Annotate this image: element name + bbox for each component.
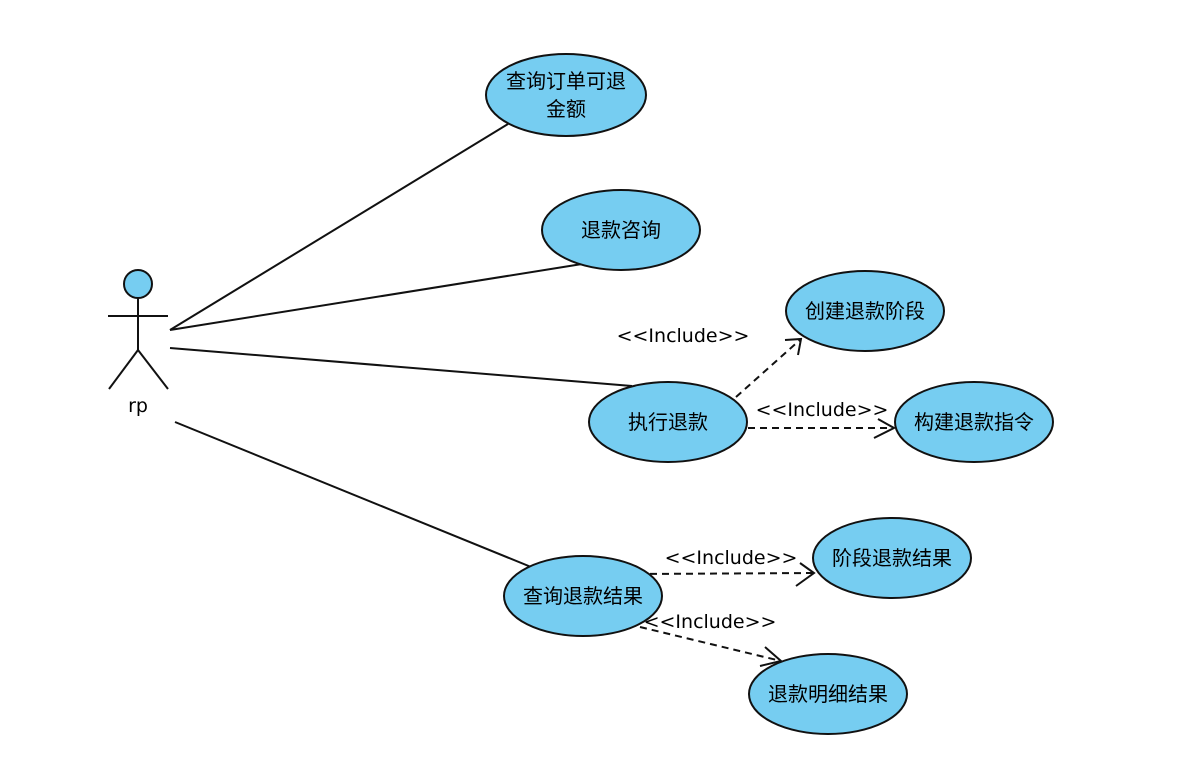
- association-line-refund-inquiry: [169, 263, 583, 331]
- use-case-label: 执行退款: [628, 410, 708, 434]
- use-case-refund-inquiry: 退款咨询: [541, 189, 701, 271]
- use-case-label: 退款咨询: [581, 218, 661, 242]
- use-case-stage-refund-result: 阶段退款结果: [812, 517, 972, 599]
- use-case-label: 查询退款结果: [523, 584, 643, 608]
- include-label: <<Include>>: [617, 325, 750, 347]
- include-label: <<Include>>: [756, 399, 889, 421]
- use-case-create-refund-stage: 创建退款阶段: [785, 270, 945, 352]
- use-case-build-refund-instruction: 构建退款指令: [894, 381, 1054, 463]
- use-case-label-line1: 查询订单可退: [506, 69, 626, 93]
- use-case-refund-detail-result: 退款明细结果: [748, 653, 908, 735]
- actor-head: [123, 269, 153, 299]
- use-case-label-line2: 金额: [546, 97, 586, 121]
- use-case-label: 阶段退款结果: [832, 546, 952, 570]
- actor-right-leg: [137, 349, 169, 390]
- association-line-execute-refund: [169, 347, 633, 387]
- use-case-label: 创建退款阶段: [805, 299, 925, 323]
- include-label: <<Include>>: [665, 547, 798, 569]
- include-execute-to-build-instruction: [748, 418, 897, 439]
- use-case-label: 构建退款指令: [914, 410, 1034, 434]
- include-query-to-stage-result: [637, 562, 816, 587]
- use-case-query-refundable-amount: 查询订单可退 金额: [485, 53, 647, 137]
- use-case-execute-refund: 执行退款: [588, 381, 748, 463]
- actor-name: rp: [128, 395, 148, 417]
- use-case-query-refund-result: 查询退款结果: [503, 555, 663, 637]
- actor-rp: rp: [108, 269, 169, 417]
- include-execute-to-create-stage: [735, 337, 803, 398]
- association-line-query-refund-result: [174, 421, 537, 570]
- association-line-query-refundable: [169, 123, 509, 331]
- actor-left-leg: [108, 349, 139, 390]
- include-label: <<Include>>: [644, 611, 777, 633]
- use-case-label: 退款明细结果: [768, 682, 888, 706]
